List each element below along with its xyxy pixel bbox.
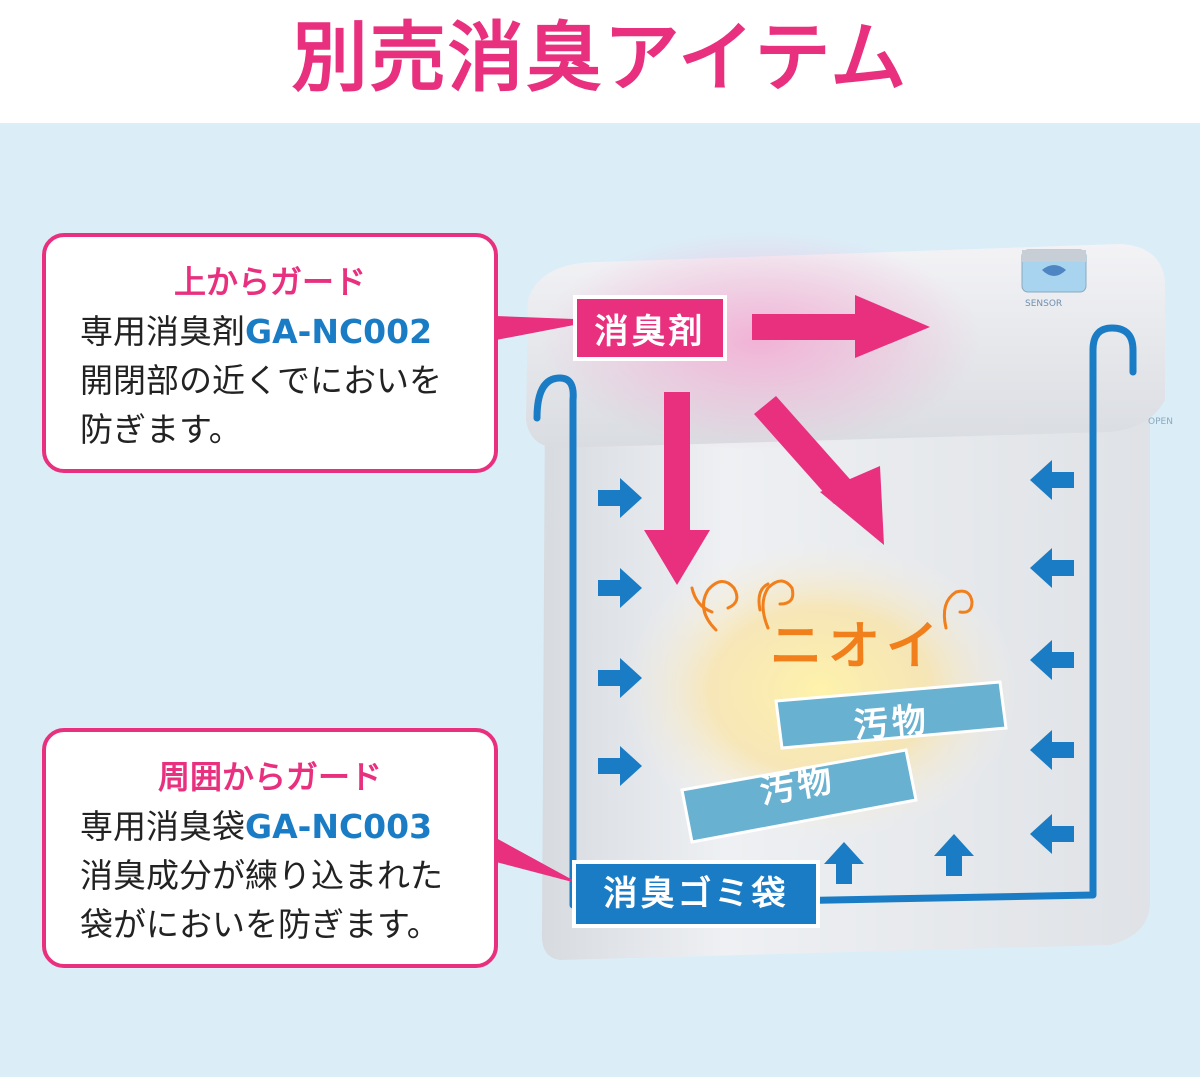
garbage-bag-label: 消臭ゴミ袋 [572,860,820,928]
callout-line: 消臭成分が練り込まれた [80,856,443,895]
product-code: GA-NC003 [245,807,433,846]
callout-body: 専用消臭剤GA-NC002 開閉部の近くでにおいを 防ぎます。 [80,307,442,454]
arrow-small-icon [1030,460,1074,854]
callout-surround-guard: 周囲からガード 専用消臭袋GA-NC003 消臭成分が練り込まれた 袋がにおいを… [42,728,498,968]
callout-top-guard: 上からガード 専用消臭剤GA-NC002 開閉部の近くでにおいを 防ぎます。 [42,233,498,473]
svg-text:OPEN: OPEN [1148,417,1173,427]
callout-product-type: 専用消臭袋 [80,807,245,846]
arrow-right-icon [752,295,930,358]
callout-heading: 上からガード [173,263,366,301]
arrow-diagonal-icon [754,396,884,545]
arrow-small-icon [598,478,642,786]
callout-line: 袋がにおいを防ぎます。 [80,905,440,944]
callout-product-type: 専用消臭剤 [80,312,245,351]
callout-line: 防ぎます。 [80,410,242,449]
page-title: 別売消臭アイテム [291,13,909,102]
deodorant-label: 消臭剤 [573,295,727,361]
callout-line: 専用消臭袋GA-NC003 [80,802,443,851]
callout-pointer-bottom [496,838,580,884]
callout-line: 専用消臭剤GA-NC002 [80,307,442,356]
product-code: GA-NC002 [245,312,433,351]
callout-line: 開閉部の近くでにおいを [80,361,443,400]
odor-swirl-icon [690,579,974,632]
bag-outline [533,324,1137,909]
callout-heading: 周囲からガード [157,758,382,796]
callout-body: 専用消臭袋GA-NC003 消臭成分が練り込まれた 袋がにおいを防ぎます。 [80,802,443,949]
odor-label: ニオイ [770,617,945,677]
arrow-down-icon [644,392,710,585]
arrow-small-icon [824,834,974,884]
dirt-box [680,680,1008,844]
svg-text:SENSOR: SENSOR [1025,299,1062,309]
